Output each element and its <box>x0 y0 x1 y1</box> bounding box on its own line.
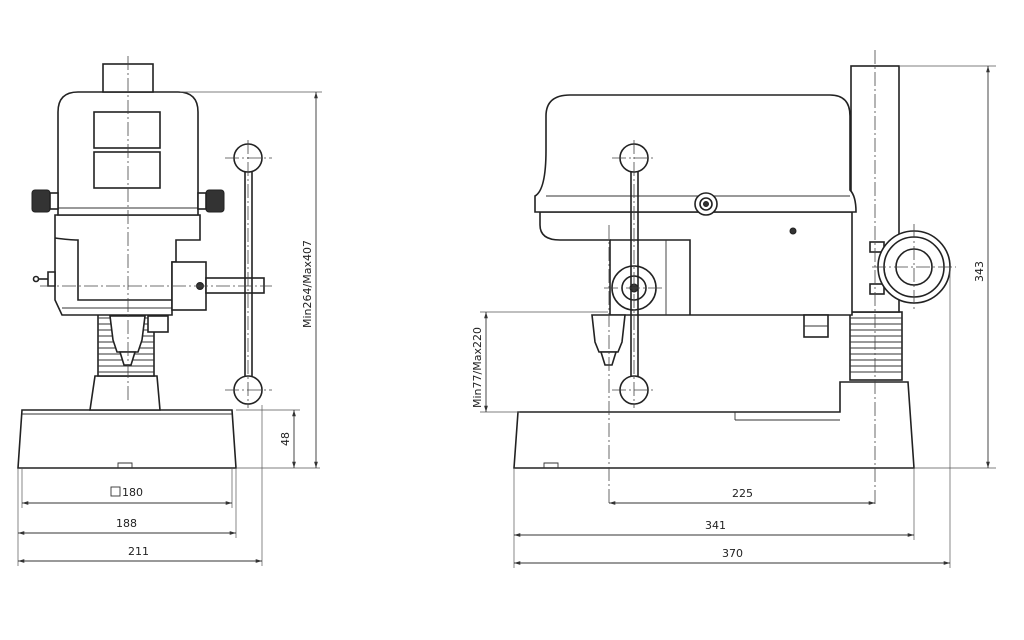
side-chuck <box>591 314 626 353</box>
dim-base-width: 188 <box>116 517 137 530</box>
front-chuck <box>109 315 146 353</box>
side-view <box>513 50 956 505</box>
side-head-lower <box>539 211 853 316</box>
side-base <box>513 381 915 469</box>
front-dimensions: 180 188 211 48 Min264/Max407 <box>17 91 322 566</box>
dim-overall-depth: 370 <box>722 547 743 560</box>
front-pedestal <box>89 375 161 411</box>
side-thread-sleeve <box>849 311 903 381</box>
front-view <box>17 56 272 469</box>
dim-height-range: Min264/Max407 <box>301 240 314 328</box>
side-dimensions: Min77/Max220 343 225 341 370 <box>471 65 996 568</box>
dim-column-to-spindle: 225 <box>732 487 753 500</box>
dim-overall-height: 343 <box>973 261 986 282</box>
dim-spindle-to-base: Min77/Max220 <box>471 327 484 408</box>
side-head-cover <box>534 94 857 213</box>
dim-overall-width: 211 <box>128 545 149 558</box>
front-base <box>17 409 237 469</box>
dim-base-height: 48 <box>279 432 292 446</box>
dim-base-square: 180 <box>122 486 143 499</box>
dim-base-depth: 341 <box>705 519 726 532</box>
